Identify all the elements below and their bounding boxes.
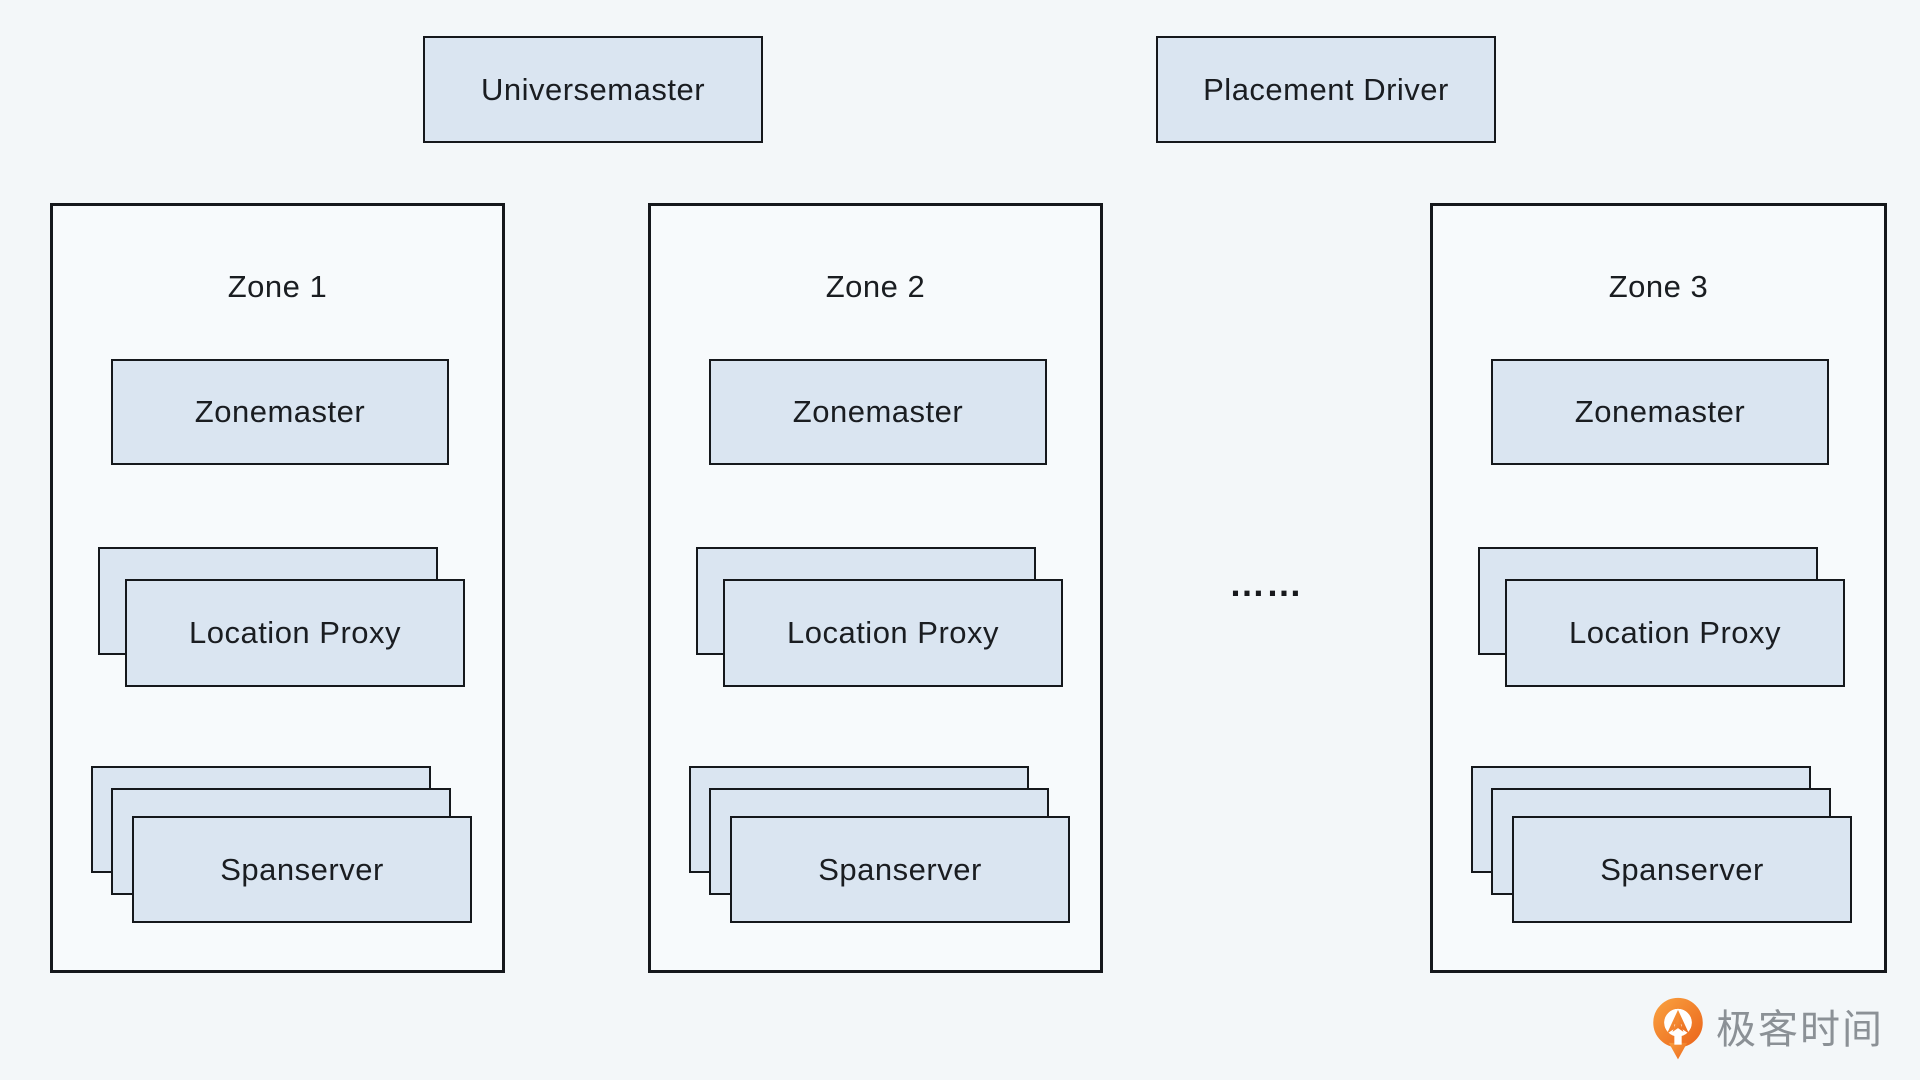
geektime-logo-icon: [1653, 997, 1703, 1060]
geektime-logo-text: 极客时间: [1716, 1008, 1884, 1052]
zonemaster-label: Zonemaster: [792, 394, 964, 429]
placement-driver-box: Placement Driver: [1156, 36, 1496, 143]
spanserver-front-card: Spanserver: [1512, 816, 1852, 923]
zone-2-container: Zone 2 Zonemaster Location Proxy Spanser…: [648, 203, 1103, 973]
zonemaster-box: Zonemaster: [1491, 359, 1829, 465]
ellipsis-separator: ……: [1229, 563, 1303, 604]
zone-title: Zone 2: [825, 269, 926, 304]
location-proxy-label: Location Proxy: [188, 615, 402, 650]
universemaster-box: Universemaster: [423, 36, 763, 143]
zone-3-container: Zone 3 Zonemaster Location Proxy Spanser…: [1430, 203, 1887, 973]
spanserver-front-card: Spanserver: [132, 816, 472, 923]
location-proxy-front-card: Location Proxy: [1505, 579, 1845, 687]
universemaster-label: Universemaster: [480, 71, 706, 107]
placement-driver-label: Placement Driver: [1203, 71, 1449, 107]
spanserver-label: Spanserver: [818, 851, 982, 887]
location-proxy-front-card: Location Proxy: [723, 579, 1063, 687]
location-proxy-label: Location Proxy: [1568, 615, 1782, 650]
location-proxy-front-card: Location Proxy: [125, 579, 465, 687]
zonemaster-label: Zonemaster: [1574, 394, 1746, 429]
zone-title: Zone 1: [227, 269, 328, 304]
zone-1-container: Zone 1 Zonemaster Location Proxy Spanser…: [50, 203, 505, 973]
zonemaster-label: Zonemaster: [194, 394, 366, 429]
zonemaster-box: Zonemaster: [709, 359, 1047, 465]
geektime-logo: 极客时间: [1650, 997, 1884, 1063]
zonemaster-box: Zonemaster: [111, 359, 449, 465]
spanserver-label: Spanserver: [220, 851, 384, 887]
spanserver-front-card: Spanserver: [730, 816, 1070, 923]
location-proxy-label: Location Proxy: [786, 615, 1000, 650]
spanserver-label: Spanserver: [1600, 851, 1764, 887]
zone-title: Zone 3: [1608, 269, 1709, 304]
